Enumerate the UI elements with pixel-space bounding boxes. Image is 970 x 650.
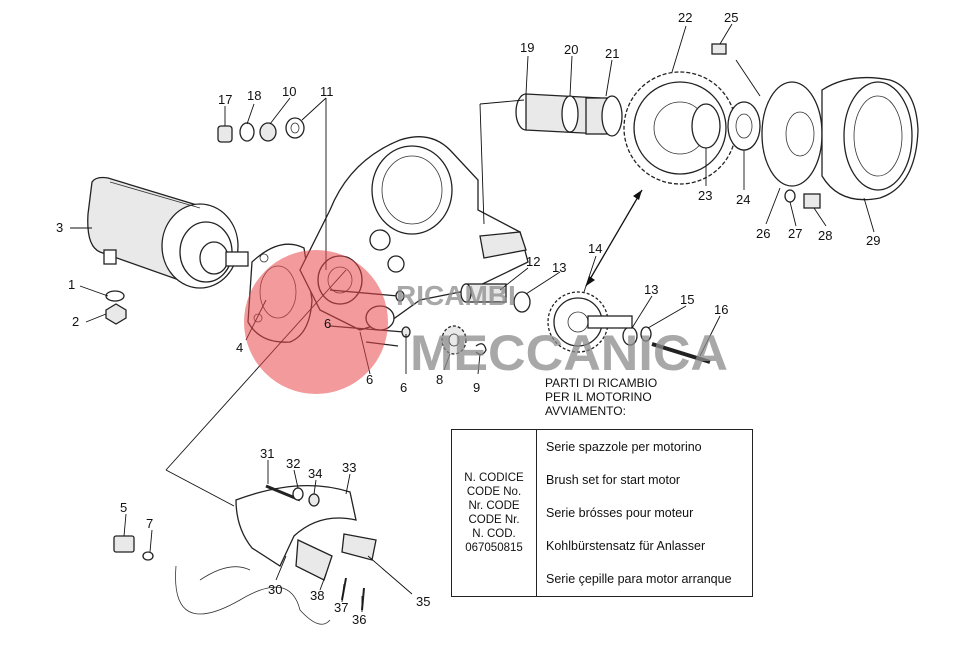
intermediate-shaft xyxy=(460,283,507,303)
washer-part-32 xyxy=(292,487,304,501)
grub-screw-part-28 xyxy=(803,193,821,209)
callout-18: 18 xyxy=(247,88,261,103)
starter-motor xyxy=(87,176,249,289)
callout-13b: 13 xyxy=(644,282,658,297)
code-line: CODE No. xyxy=(466,486,522,498)
callout-6c: 6 xyxy=(400,380,407,395)
callout-9: 9 xyxy=(473,380,480,395)
brush-set-table: N. CODICE CODE No. Nr. CODE CODE Nr. N. … xyxy=(451,429,753,597)
callout-6b: 6 xyxy=(366,372,373,387)
brush-holder-assembly xyxy=(175,485,377,625)
callout-24: 24 xyxy=(736,192,750,207)
description-french: Serie brósses pour moteur xyxy=(546,505,694,520)
small-fittings xyxy=(217,117,305,143)
assembly-arrow xyxy=(585,189,643,287)
caption-line-3: AVVIAMENTO: xyxy=(545,404,626,418)
callout-29: 29 xyxy=(866,233,880,248)
callout-5: 5 xyxy=(120,500,127,515)
callout-6a: 6 xyxy=(324,316,331,331)
screw-part-25 xyxy=(711,43,727,55)
pinion-part-8 xyxy=(441,325,467,355)
watermark-text-top: RICAMBI xyxy=(396,280,516,311)
spare-parts-caption: PARTI DI RICAMBIO PER IL MOTORINO AVVIAM… xyxy=(545,376,657,418)
nut-part-34 xyxy=(308,493,320,507)
description-german: Kohlbürstensatz für Anlasser xyxy=(546,539,706,554)
watermark-text-bottom: MECCANICA xyxy=(410,325,728,381)
callout-14: 14 xyxy=(588,241,602,256)
callout-2: 2 xyxy=(72,314,79,329)
callout-7: 7 xyxy=(146,516,153,531)
part-code-number: 067050815 xyxy=(465,542,523,554)
callout-12: 12 xyxy=(526,254,540,269)
callout-38: 38 xyxy=(310,588,324,603)
callout-37: 37 xyxy=(334,600,348,615)
watermark-logo: RICAMBI MECCANICA xyxy=(244,250,728,394)
description-cell: Serie spazzole per motorino Brush set fo… xyxy=(537,430,752,596)
caption-line-1: PARTI DI RICAMBIO xyxy=(545,376,658,390)
code-cell: N. CODICE CODE No. Nr. CODE CODE Nr. N. … xyxy=(452,430,537,596)
callout-19: 19 xyxy=(520,40,534,55)
callout-15: 15 xyxy=(680,292,694,307)
callout-36: 36 xyxy=(352,612,366,627)
caption-line-2: PER IL MOTORINO xyxy=(545,390,652,404)
callout-26: 26 xyxy=(756,226,770,241)
clutch-hub-part-26 xyxy=(761,81,823,187)
washer-part-13a xyxy=(513,291,531,313)
callout-35: 35 xyxy=(416,594,430,609)
washer-part-27 xyxy=(784,189,796,203)
code-line: Nr. CODE xyxy=(468,500,520,512)
callout-1: 1 xyxy=(68,277,75,292)
freewheel-shaft xyxy=(515,93,623,137)
washer-part-1 xyxy=(105,290,125,302)
callout-8: 8 xyxy=(436,372,443,387)
callout-32: 32 xyxy=(286,456,300,471)
callout-11: 11 xyxy=(320,84,334,99)
callout-34: 34 xyxy=(308,466,322,481)
watermark-circle xyxy=(244,250,388,394)
callout-23: 23 xyxy=(698,188,712,203)
callout-31: 31 xyxy=(260,446,274,461)
gear-part-14 xyxy=(547,291,633,353)
callout-27: 27 xyxy=(788,226,802,241)
flywheel-part-29 xyxy=(821,76,919,201)
callout-30: 30 xyxy=(268,582,282,597)
bolt-part-16 xyxy=(651,342,711,364)
code-line: CODE Nr. xyxy=(468,514,520,526)
callout-21: 21 xyxy=(605,46,619,61)
callout-17: 17 xyxy=(218,92,232,107)
description-english: Brush set for start motor xyxy=(546,472,681,487)
callout-numbers: 1 2 3 4 5 6 6 6 7 8 9 10 11 12 13 13 14 … xyxy=(56,10,880,627)
description-spanish: Serie çepille para motor arranque xyxy=(546,572,732,587)
callout-10: 10 xyxy=(282,84,296,99)
callout-3: 3 xyxy=(56,220,63,235)
code-line: N. COD. xyxy=(472,528,516,540)
description-italian: Serie spazzole per motorino xyxy=(546,439,702,454)
callout-33: 33 xyxy=(342,460,356,475)
callout-22: 22 xyxy=(678,10,692,25)
callout-20: 20 xyxy=(564,42,578,57)
leader-lines xyxy=(70,23,875,612)
clip-part-9 xyxy=(475,343,487,356)
nut-part-2 xyxy=(105,303,127,325)
callout-13a: 13 xyxy=(552,260,566,275)
terminal-part-5 xyxy=(113,535,135,553)
clip-part-7 xyxy=(142,551,154,561)
callout-25: 25 xyxy=(724,10,738,25)
callout-16: 16 xyxy=(714,302,728,317)
code-line: N. CODICE xyxy=(464,472,524,484)
washer-part-15 xyxy=(640,326,652,342)
callout-28: 28 xyxy=(818,228,832,243)
callout-4: 4 xyxy=(236,340,243,355)
